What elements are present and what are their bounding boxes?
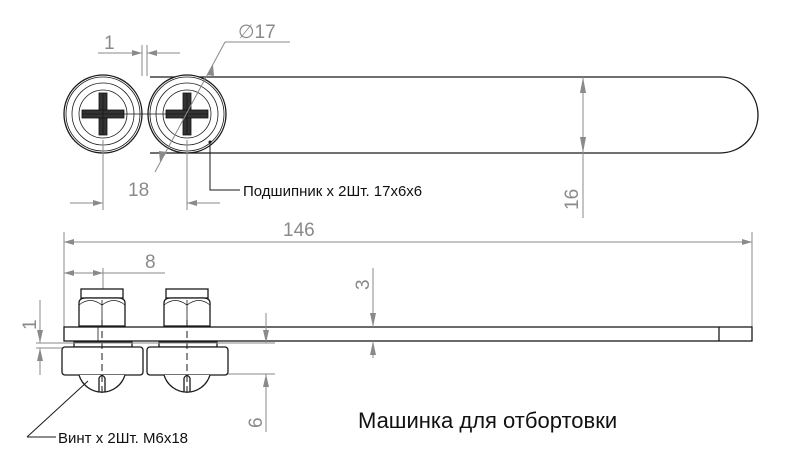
dim-spacing-label: 18 [128,180,149,201]
dim-thickness: 3 [353,268,376,358]
dim-gap-top: 1 [98,33,180,76]
dim-gap-side: 1 [20,300,43,375]
bearing-2-side [146,320,229,395]
dim-bearing-width-label: 6 [246,417,267,428]
bearing-label: Подшипник х 2Шт. 17х6х6 [243,183,422,200]
bearing-1-side [61,320,144,395]
drawing-title: Машинка для отбортовки [358,408,617,433]
dim-gap-label: 1 [104,33,115,54]
bearing-2-top [147,74,227,154]
dim-gap-side-label: 1 [20,319,41,330]
dim-width: 16 [562,77,586,218]
nut-1 [78,288,126,327]
dim-length: 146 [63,220,753,328]
top-view: 1 ∅17 18 Подшипник х 2Шт. 17х6х6 [63,22,759,218]
dim-diameter: ∅17 [154,22,290,173]
dim-width-label: 16 [562,189,583,210]
screw-leader: Винт х 2Шт. М6х18 [26,380,188,447]
dim-thickness-label: 3 [353,279,374,290]
dim-length-label: 146 [283,220,315,241]
dim-bearing-width: 6 [246,313,269,432]
dim-offset-label: 8 [145,252,156,273]
dim-offset: 8 [64,252,165,290]
bearing-leader: Подшипник х 2Шт. 17х6х6 [208,140,422,200]
strip-side [63,326,753,342]
side-view: 146 8 [20,220,753,447]
strip-outline-top [150,76,759,154]
dim-diameter-label: ∅17 [238,22,276,43]
dim-spacing: 18 [70,140,220,210]
screw-label: Винт х 2Шт. М6х18 [58,430,188,447]
nut-2 [163,288,211,327]
